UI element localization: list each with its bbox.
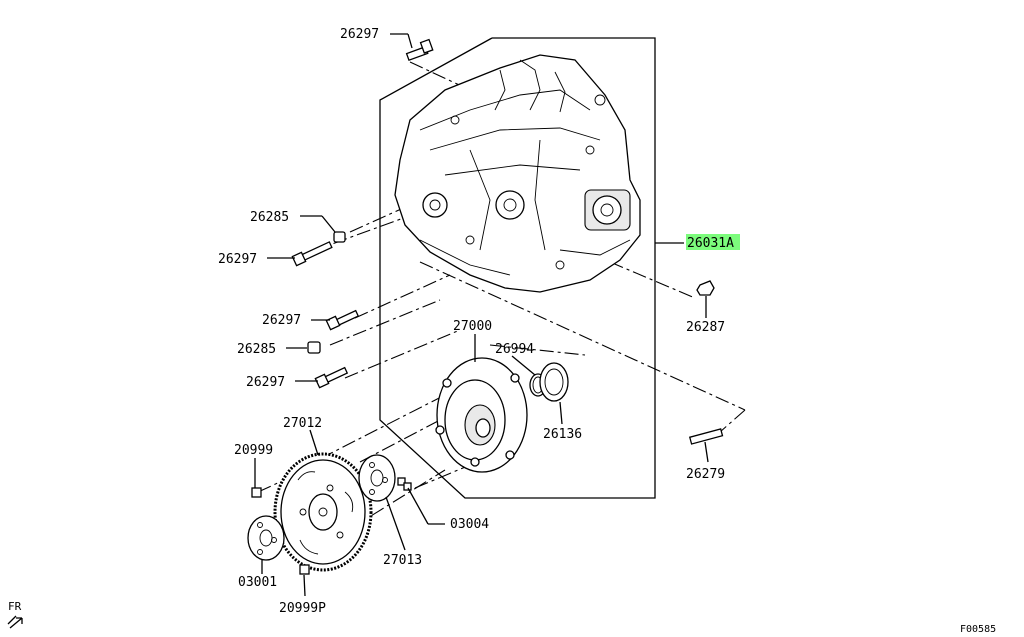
label-03004[interactable]: 03004: [450, 517, 489, 532]
leader-lines: [254, 33, 709, 597]
orientation-marker: FR: [7, 600, 23, 629]
label-20999P[interactable]: 20999P: [279, 601, 326, 616]
label-27000[interactable]: 27000: [453, 319, 492, 334]
label-26285-a[interactable]: 26285: [250, 210, 289, 225]
label-03001[interactable]: 03001: [238, 575, 277, 590]
label-20999[interactable]: 20999: [234, 443, 273, 458]
label-26297-d[interactable]: 26297: [246, 375, 285, 390]
fasteners: [251, 38, 724, 575]
orientation-arrow-icon: [7, 615, 23, 629]
label-26297-c[interactable]: 26297: [262, 313, 301, 328]
drive-plate: [273, 452, 373, 572]
label-26287[interactable]: 26287: [686, 320, 725, 335]
torque-converter: [435, 357, 528, 473]
label-27012[interactable]: 27012: [283, 416, 322, 431]
adapter-plate: [358, 454, 396, 502]
transmission-assembly: [394, 54, 641, 293]
label-26297-top[interactable]: 26297: [340, 27, 379, 42]
label-26279[interactable]: 26279: [686, 467, 725, 482]
orientation-label: FR: [8, 600, 22, 613]
assembly-frame: [379, 37, 656, 499]
label-26031A[interactable]: 26031A: [687, 236, 734, 251]
label-26994[interactable]: 26994: [495, 342, 534, 357]
label-26136[interactable]: 26136: [543, 427, 582, 442]
seal-rings: [529, 362, 569, 402]
label-26285-b[interactable]: 26285: [237, 342, 276, 357]
diagram-code: F00585: [960, 624, 996, 635]
label-highlight: [686, 234, 740, 250]
label-26297-b[interactable]: 26297: [218, 252, 257, 267]
part-labels: 26297 26285 26297 26297 26285 26297 2603…: [218, 27, 734, 616]
label-27013[interactable]: 27013: [383, 553, 422, 568]
backing-plate: [247, 515, 285, 561]
